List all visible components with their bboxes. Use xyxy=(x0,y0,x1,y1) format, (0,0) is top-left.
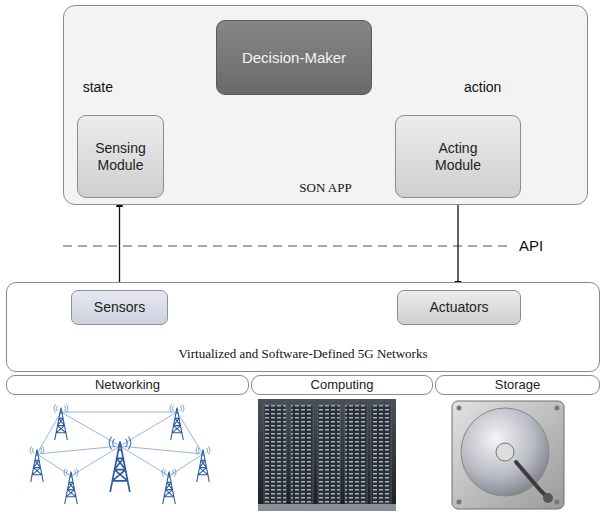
disk-body xyxy=(452,401,564,509)
server-rack xyxy=(264,405,286,503)
edge-label: state xyxy=(58,79,113,96)
disk-hub xyxy=(496,443,514,461)
resource-tab: Storage xyxy=(435,375,600,395)
boundary-label: API xyxy=(519,237,543,255)
api-boundary xyxy=(63,245,512,246)
server-rack xyxy=(371,405,391,503)
node-label: Sensors xyxy=(94,299,145,316)
node-label: Acting Module xyxy=(423,140,493,174)
edge-label: action xyxy=(464,79,524,96)
node-label: Sensing Module xyxy=(82,140,159,174)
cell-tower xyxy=(170,404,184,440)
resource-tab: Networking xyxy=(6,375,249,395)
server-rack xyxy=(318,405,340,503)
node-label: Storage xyxy=(495,377,541,393)
server-rack xyxy=(291,405,313,503)
interface-box: Actuators xyxy=(397,290,521,325)
node-label: SON APP xyxy=(299,180,351,196)
cell-tower xyxy=(109,437,131,492)
module-box: Acting Module xyxy=(395,115,521,198)
server-floor xyxy=(258,504,396,511)
disk-screws xyxy=(457,406,560,505)
resource-tab: Computing xyxy=(251,375,433,395)
cell-tower xyxy=(54,404,68,440)
cell-tower xyxy=(30,446,44,482)
label-holder: API xyxy=(519,237,543,255)
node-label: Decision-Maker xyxy=(242,49,346,67)
module-box: Sensing Module xyxy=(77,115,164,198)
decision-box: Decision-Maker xyxy=(216,20,372,95)
disk-illustration xyxy=(452,401,564,509)
node-label: Computing xyxy=(311,377,374,393)
interface-box: Sensors xyxy=(71,290,168,325)
disk-pivot xyxy=(543,493,553,503)
node-label: Networking xyxy=(95,377,160,393)
cell-tower xyxy=(64,468,78,504)
node-label: Virtualized and Software-Defined 5G Netw… xyxy=(178,346,427,362)
network-illustration xyxy=(30,404,210,504)
connector-arrow xyxy=(457,198,458,290)
cell-tower xyxy=(162,468,176,504)
server-illustration xyxy=(258,399,396,511)
app-frame: SON APP Decision-MakerSensing Module Actin… xyxy=(63,5,588,205)
node-label: Actuators xyxy=(429,299,488,316)
connector-arrow xyxy=(119,198,120,290)
server-rack xyxy=(345,405,367,503)
edge-label-holder: state xyxy=(58,79,113,96)
cell-tower xyxy=(196,446,210,482)
server-room xyxy=(258,399,396,511)
network-frame: Virtualized and Software-Defined 5G Netw… xyxy=(6,282,600,372)
edge-label-holder: action xyxy=(464,79,524,96)
disk-arm xyxy=(516,462,548,498)
